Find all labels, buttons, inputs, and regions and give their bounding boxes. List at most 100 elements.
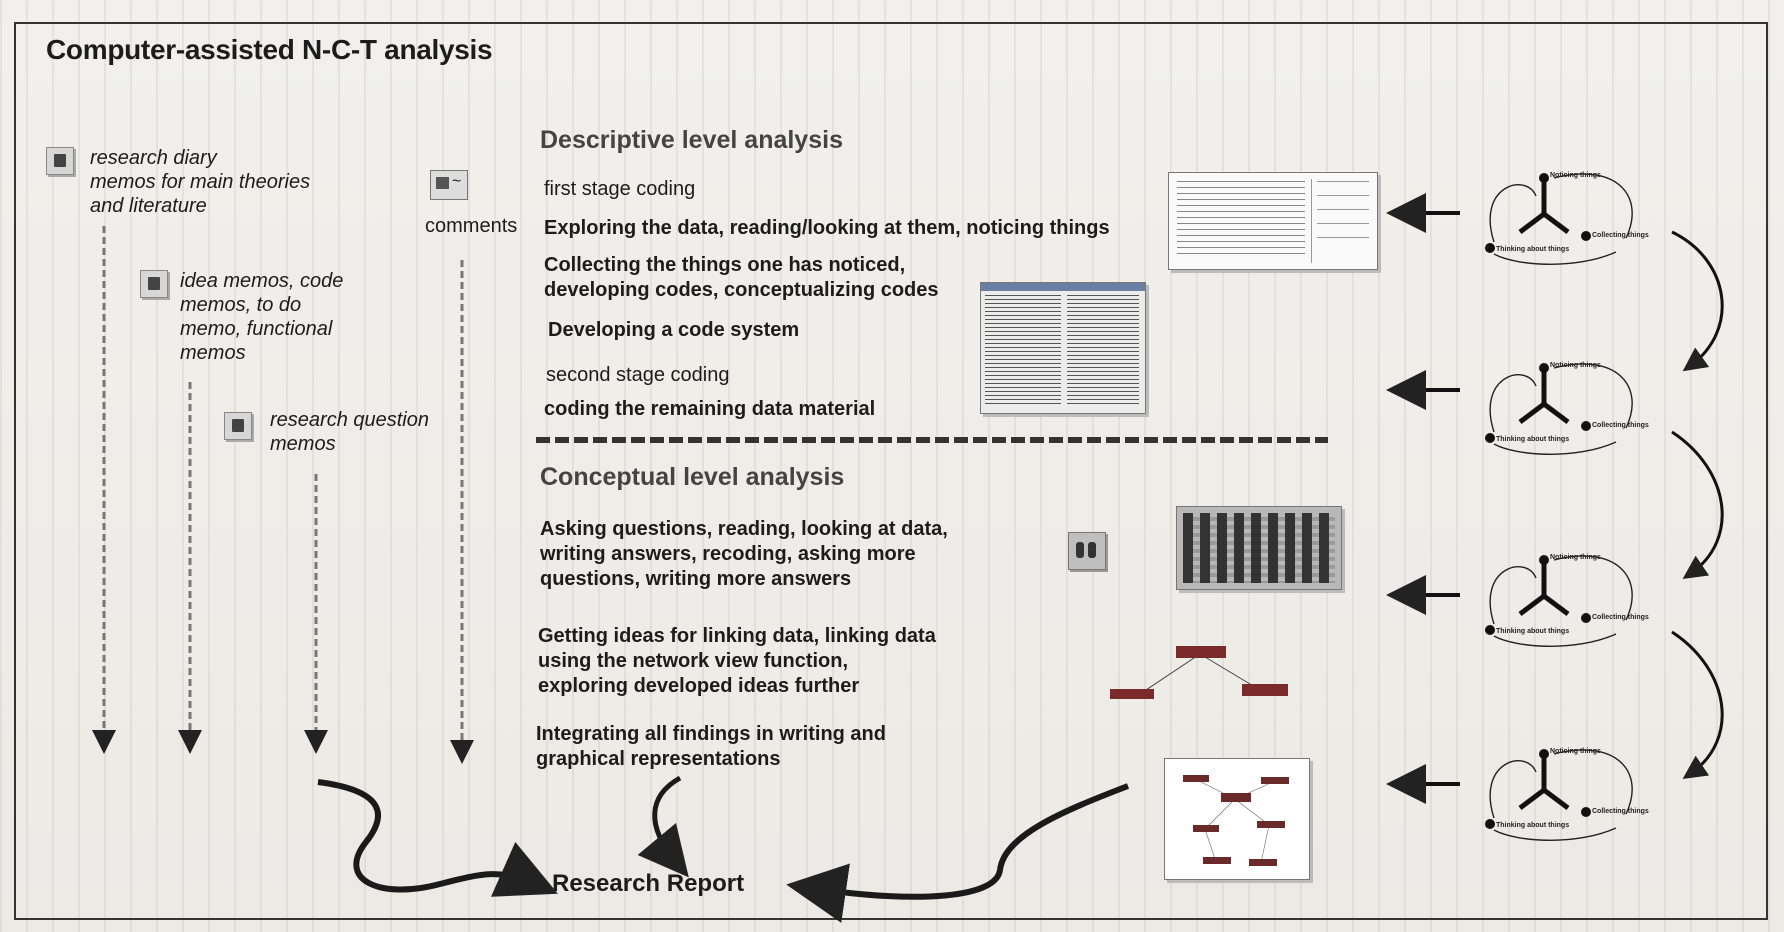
- nct-cycle: Noticing things Collecting things Thinki…: [1476, 548, 1676, 648]
- memo-to-report-arrow: [317, 779, 558, 897]
- memo-timelines: [92, 226, 474, 764]
- cycle-spoke: [1518, 212, 1546, 234]
- asking-step: Asking questions, reading, looking at da…: [540, 517, 1000, 592]
- cycle-spoke: [1518, 594, 1546, 616]
- diagram-frame: [14, 22, 1768, 920]
- memo-icon: [140, 270, 168, 298]
- thumbnail-list: [1067, 295, 1139, 407]
- network-node: [1110, 689, 1154, 699]
- cycle-node: [1581, 807, 1591, 817]
- thumbnail-margin: [1317, 181, 1369, 251]
- cycle-loop: [1553, 749, 1633, 815]
- noticing-label: Noticing things: [1550, 172, 1601, 179]
- cycle-node: [1485, 243, 1495, 253]
- network-node: [1242, 684, 1288, 696]
- collecting-label: Collecting things: [1592, 614, 1649, 621]
- binoculars-lens: [1088, 542, 1096, 558]
- step-line: writing answers, recoding, asking more: [540, 543, 916, 565]
- nct-cycle-graphic: [1485, 363, 1633, 455]
- noticing-label: Noticing things: [1550, 748, 1601, 755]
- cycle-connectors: [1671, 230, 1724, 780]
- network-edge: [1139, 653, 1201, 695]
- step-line: Collecting the things one has noticed,: [544, 254, 906, 276]
- network-thumbnail: [1110, 644, 1290, 706]
- cycle-node: [1581, 421, 1591, 431]
- thinking-label: Thinking about things: [1496, 628, 1570, 635]
- idea-memos: idea memos, code memos, to do memo, func…: [180, 269, 390, 365]
- cycle-node: [1539, 173, 1549, 183]
- step-line: Asking questions, reading, looking at da…: [540, 518, 948, 540]
- thinking-label: Thinking about things: [1496, 822, 1570, 829]
- cycle-node: [1539, 363, 1549, 373]
- noticing-label: Noticing things: [1550, 554, 1601, 561]
- comment-icon-tilde: ~: [452, 173, 462, 190]
- cycle-node: [1581, 613, 1591, 623]
- thumbnail-list: [985, 295, 1061, 407]
- binoculars-icon: [1068, 532, 1106, 570]
- collecting-label: Collecting things: [1592, 422, 1649, 429]
- linking-step: Getting ideas for linking data, linking …: [538, 624, 998, 699]
- research-diary-memo: research diary memos for main theories a…: [90, 146, 350, 218]
- nct-cycle: Noticing things Collecting things Thinki…: [1476, 356, 1676, 456]
- remaining-coding-step: coding the remaining data material: [544, 398, 876, 420]
- thumbnail-text: [1177, 181, 1305, 259]
- collecting-step: Collecting the things one has noticed, d…: [544, 253, 1004, 303]
- nct-cycle: Noticing things Collecting things Thinki…: [1476, 742, 1676, 842]
- thinking-label: Thinking about things: [1496, 436, 1570, 443]
- thumbnail-matrix: [1183, 513, 1335, 583]
- diagram-title: Computer-assisted N-C-T analysis: [46, 34, 493, 65]
- second-stage-coding: second stage coding: [546, 364, 730, 386]
- network-to-report-arrow: [786, 783, 1130, 923]
- cycle-node: [1485, 819, 1495, 829]
- cycle-node: [1485, 433, 1495, 443]
- cycle-spoke: [1542, 212, 1570, 234]
- comments-label: comments: [425, 215, 518, 237]
- binoculars-lens: [1076, 542, 1084, 558]
- memo-line: memos for main theories: [90, 171, 311, 193]
- memo-line: memos, to do: [180, 294, 302, 316]
- first-stage-coding: first stage coding: [544, 178, 696, 200]
- cycle-spoke: [1542, 788, 1570, 810]
- memo-line: research diary: [90, 147, 217, 169]
- step-line: using the network view function,: [538, 650, 849, 672]
- network-view-thumbnail: [1164, 758, 1310, 880]
- nct-cycle-graphic: [1485, 173, 1633, 265]
- thinking-label: Thinking about things: [1496, 246, 1570, 253]
- memo-icon: [224, 412, 252, 440]
- thumbnail-titlebar: [981, 283, 1145, 291]
- cycle-loop: [1553, 363, 1633, 429]
- cycle-loop: [1493, 251, 1617, 265]
- network-graph: [1110, 646, 1288, 699]
- comment-icon: ~: [430, 170, 468, 200]
- collecting-label: Collecting things: [1592, 232, 1649, 239]
- cycle-spoke: [1518, 402, 1546, 424]
- cycle-arrows: [1386, 193, 1460, 804]
- nct-cycle-graphic: [1485, 749, 1633, 841]
- step-line: graphical representations: [536, 748, 781, 770]
- step-line: developing codes, conceptualizing codes: [544, 279, 939, 301]
- cycle-node: [1539, 749, 1549, 759]
- step-line: Integrating all findings in writing and: [536, 723, 886, 745]
- comment-icon-glyph: [436, 177, 449, 189]
- memo-line: memo, functional: [180, 318, 333, 340]
- cycle-loop: [1553, 173, 1633, 239]
- code-matrix-thumbnail: [1176, 506, 1342, 590]
- memo-icon: [46, 147, 74, 175]
- research-question-memos: research question memos: [270, 408, 470, 456]
- step-line: exploring developed ideas further: [538, 675, 860, 697]
- cycle-loop: [1489, 184, 1537, 243]
- collecting-label: Collecting things: [1592, 808, 1649, 815]
- network-view-graph: [1183, 775, 1289, 866]
- cycle-spoke: [1542, 594, 1570, 616]
- cycle-loop: [1493, 827, 1617, 841]
- memo-line: and literature: [90, 195, 207, 217]
- integrating-to-report-arrow: [637, 775, 689, 878]
- step-line: questions, writing more answers: [540, 568, 852, 590]
- conceptual-level-title: Conceptual level analysis: [540, 463, 845, 491]
- network-view-nodes: [1183, 775, 1289, 866]
- cycle-loop: [1553, 555, 1633, 621]
- code-list-thumbnail: [980, 282, 1146, 414]
